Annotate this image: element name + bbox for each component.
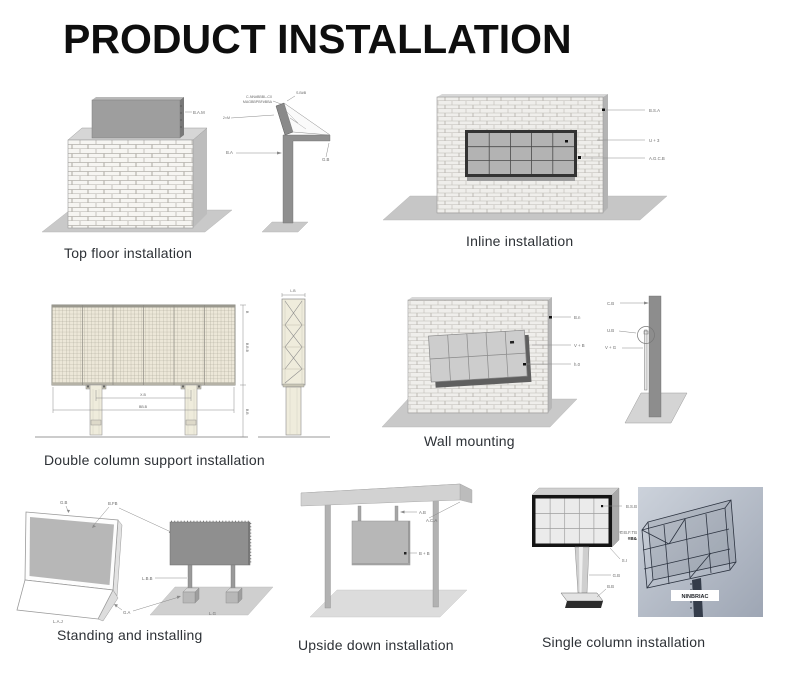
annotation-top: G.B — [60, 500, 68, 505]
truss-column-side-view: L.B — [258, 289, 330, 438]
dim-right-top: B — [245, 311, 249, 314]
column-base — [560, 592, 604, 608]
cad-label-text: NINBRIAC — [682, 594, 709, 600]
caption-upside-down: Upside down installation — [298, 637, 454, 653]
annotation-frame2: #B& — [628, 536, 638, 541]
annotation-side-wall: C.B — [607, 301, 614, 306]
annotation-note1: C-NN#BBBL-C0 — [246, 95, 272, 99]
wall-side-view — [624, 295, 688, 424]
annotation-screen: B.FB — [108, 501, 118, 506]
caption-single-column: Single column installation — [542, 634, 706, 650]
annotation-screen: V + B — [574, 343, 585, 348]
cad-render: NINBRIAC — [638, 487, 763, 617]
mounting-foot — [182, 587, 200, 604]
annotation-corner: S.I — [622, 558, 627, 563]
annotation-frame: A.G.C.B — [649, 156, 665, 161]
annotation-frame: h.0 — [574, 362, 581, 367]
dim-side: L.B — [290, 289, 296, 293]
diagram-inline: B.S.A U + 3 A.G.C.B — [382, 94, 668, 221]
dim-right-bot: B.B — [245, 409, 249, 415]
annotation-base: B.B — [607, 584, 614, 589]
caption-wall-mounting: Wall mounting — [424, 433, 515, 449]
annotation-side-screen: V + G — [605, 345, 617, 350]
dim-outer: BB.B — [139, 405, 148, 409]
mounting-foot — [225, 587, 243, 604]
dimension-lines: X.B BB.B B B.B.B B.B — [52, 304, 249, 438]
annotation-panel: 2×M — [223, 116, 230, 120]
canopy-roof — [300, 483, 473, 507]
annotation-base: L.A.J — [53, 619, 63, 624]
standing-display-unit — [16, 511, 123, 622]
diagram-single-column: NINBRIAC B.S.B C.B.F.TB #B& S.I G.B B.B — [531, 487, 763, 617]
diagram-wall-mounting: B.n V + B h.0 C.B U.B V + G — [381, 295, 688, 428]
annotation-arm: G.B — [322, 157, 330, 162]
annotation-frame1: C.B.F.TB — [620, 530, 637, 535]
annotation-column: G.B — [613, 573, 621, 578]
annotation-pole: B.A — [226, 150, 233, 155]
ground-plane — [309, 589, 468, 618]
truss-brace — [283, 102, 331, 136]
annotation-hanger: A.B — [419, 510, 426, 515]
page-title: PRODUCT INSTALLATION — [63, 16, 572, 62]
annotation-top: S.B#B — [296, 91, 307, 95]
annotation-side-bracket: U.B — [607, 328, 614, 333]
dim-inner: X.B — [140, 393, 146, 397]
annotation-screen: U + 3 — [649, 138, 660, 143]
single-column — [574, 546, 590, 594]
bracket-detail-circle — [637, 326, 655, 344]
annotation-note2: MAGBBPBF#BBA — [243, 100, 273, 104]
annotation-leg: L.B.B — [142, 576, 153, 581]
diagram-standing: G.B B.FB L. — [16, 500, 274, 624]
ground-plane — [149, 586, 274, 616]
diagram-double-column: X.B BB.B B B.B.B B.B L.B — [35, 289, 330, 438]
rooftop-led-screen — [91, 97, 184, 139]
annotation-foot: G.A — [123, 610, 131, 615]
annotation-wall: B.S.A — [649, 108, 660, 113]
caption-standing: Standing and installing — [57, 627, 203, 643]
post-mounted-screen — [169, 520, 252, 604]
pole-side-view — [261, 102, 331, 233]
billboard-front — [51, 304, 236, 386]
annotation-screen: B.S.B — [626, 504, 637, 509]
annotation-screen: B + B — [419, 551, 430, 556]
diagram-upside-down: A.B B + B A.C.A — [300, 483, 473, 618]
cad-label-box — [671, 590, 719, 601]
annotation-roof: A.C.A — [426, 518, 437, 523]
caption-double-column: Double column support installation — [44, 452, 265, 468]
mounted-led-screen — [428, 329, 532, 388]
diagram-top-floor: B.A.M C-NN#BBBL-C0 MAGBBPBF#BBA S.B#B 2×… — [41, 91, 331, 233]
caption-inline: Inline installation — [466, 233, 574, 249]
column-led-screen — [531, 487, 620, 548]
embedded-led-screen — [465, 130, 581, 181]
annotation-screen: B.A.M — [193, 110, 205, 115]
dim-right-mid: B.B.B — [245, 343, 249, 353]
annotation-ground: L.G — [209, 611, 217, 616]
brick-building — [67, 127, 208, 229]
hanging-led-screen — [351, 505, 411, 566]
caption-top-floor: Top floor installation — [64, 245, 193, 261]
annotation-wall: B.n — [574, 315, 581, 320]
